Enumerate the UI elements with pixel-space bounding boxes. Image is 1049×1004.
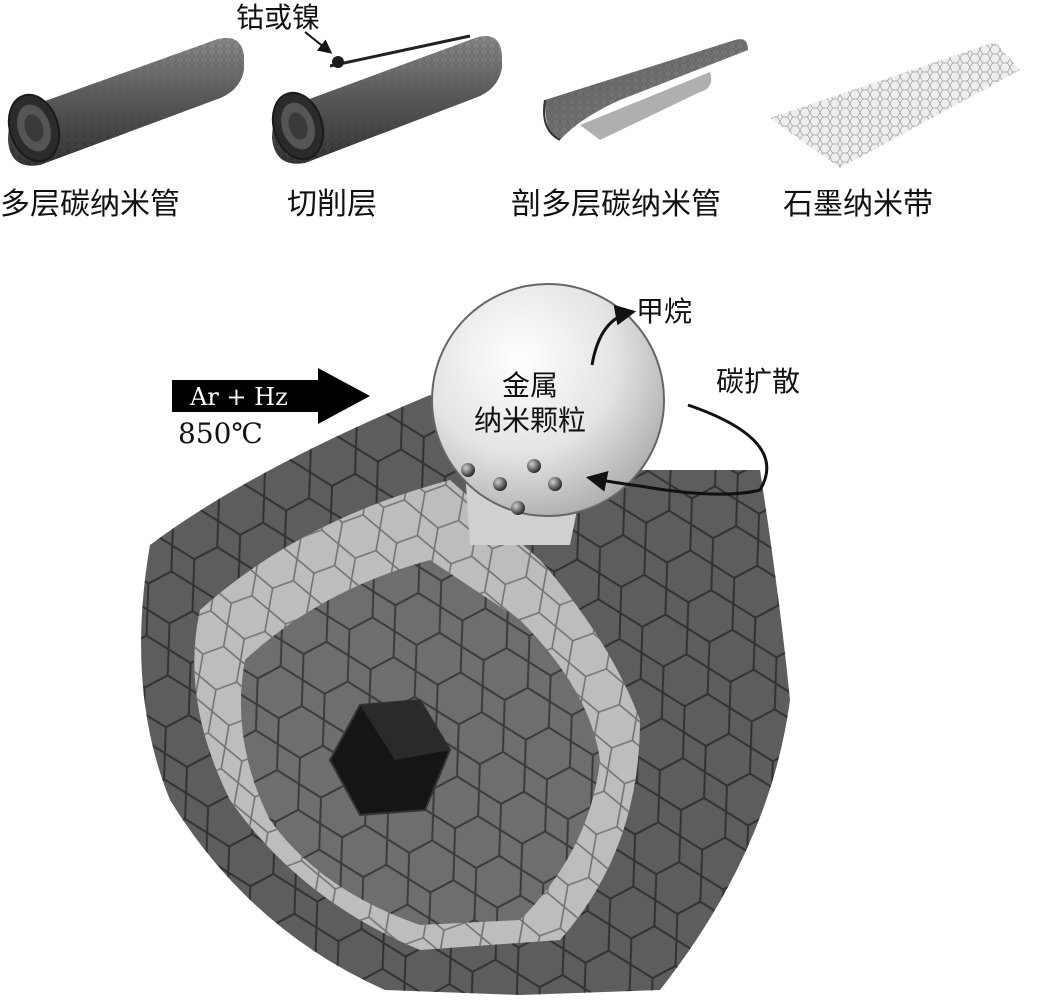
unzipped-mwcnt-illustration	[544, 39, 748, 140]
gas-flow-label: Ar + Hz	[190, 385, 288, 409]
step-label-nanoribbon: 石墨纳米带	[783, 190, 933, 220]
nanoparticle-label: 金属 纳米颗粒	[430, 368, 630, 438]
nanoparticle-label-line2: 纳米颗粒	[430, 403, 630, 438]
methane-label: 甲烷	[636, 298, 692, 326]
catalyst-label: 钴或镍	[236, 4, 320, 32]
step-label-cut-layer: 切削层	[287, 190, 377, 220]
cut-layer-tube-illustration	[265, 32, 502, 166]
step-label-mwcnt: 多层碳纳米管	[0, 190, 180, 220]
mwcnt-tube-illustration	[1, 38, 244, 168]
nanoparticle-label-line1: 金属	[430, 368, 630, 403]
carbon-diffusion-label: 碳扩散	[716, 368, 800, 396]
step-label-unzipped: 剖多层碳纳米管	[511, 190, 721, 220]
graphene-nanoribbon-illustration	[770, 42, 1020, 168]
temperature-label: 850℃	[178, 420, 263, 448]
